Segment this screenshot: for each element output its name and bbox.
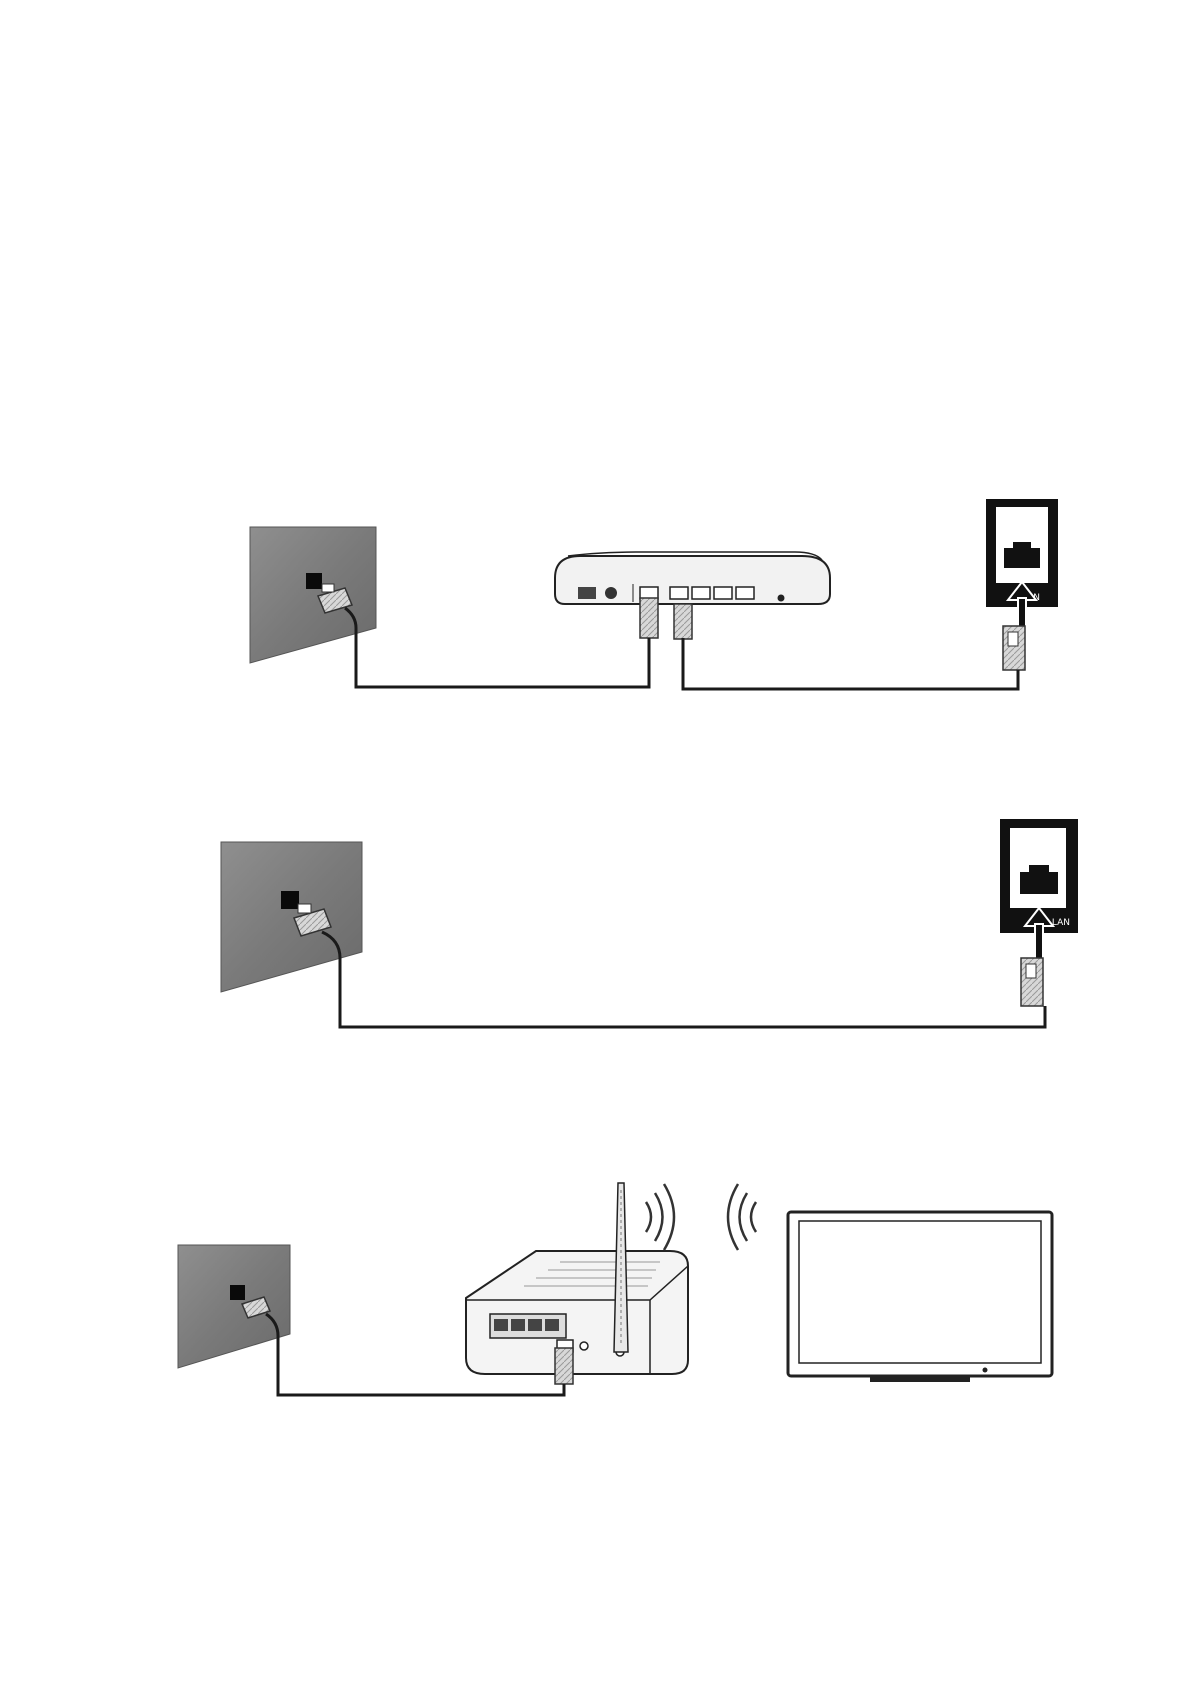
tv-lan-port: LAN bbox=[986, 499, 1058, 670]
ethernet-cable bbox=[322, 932, 1045, 1027]
ethernet-plug-icon bbox=[1003, 626, 1025, 670]
tv-lan-port: LAN bbox=[1000, 819, 1078, 1006]
diagram-wired-direct: LAN bbox=[221, 819, 1078, 1027]
wall-socket-icon bbox=[306, 573, 322, 589]
wireless-router bbox=[466, 1183, 688, 1384]
lan-port-icon bbox=[714, 587, 732, 599]
tv-stand bbox=[870, 1376, 970, 1382]
lan-port-icon bbox=[545, 1319, 559, 1331]
wall-jack bbox=[178, 1245, 290, 1368]
ethernet-cable bbox=[683, 638, 1018, 689]
lan-port-icon bbox=[528, 1319, 542, 1331]
power-switch-icon bbox=[578, 587, 596, 599]
ethernet-plug-icon bbox=[1021, 958, 1043, 1006]
power-jack-icon bbox=[580, 1342, 588, 1350]
antenna-icon bbox=[614, 1183, 628, 1352]
wifi-signal-icon bbox=[728, 1184, 756, 1250]
wan-port-icon bbox=[640, 587, 658, 599]
lan-port-icon bbox=[736, 587, 754, 599]
ethernet-plug-icon bbox=[674, 604, 692, 639]
router bbox=[555, 552, 830, 639]
lan-port-icon bbox=[670, 587, 688, 599]
lan-port-icon bbox=[494, 1319, 508, 1331]
tv-screen bbox=[799, 1221, 1041, 1363]
reset-button-icon bbox=[778, 595, 785, 602]
tv-power-led-icon bbox=[983, 1368, 988, 1373]
lan-port-icon bbox=[511, 1319, 525, 1331]
wall-socket-icon bbox=[230, 1285, 245, 1300]
ethernet-plug-icon bbox=[640, 598, 658, 638]
lan-port-icon bbox=[692, 587, 710, 599]
power-jack-icon bbox=[605, 587, 617, 599]
ethernet-cable bbox=[345, 608, 649, 687]
wifi-signal-icon bbox=[646, 1184, 674, 1250]
wall-socket-icon bbox=[281, 891, 299, 909]
diagram-wired-via-router: LAN bbox=[250, 499, 1058, 689]
ethernet-plug-icon bbox=[555, 1348, 573, 1384]
tv bbox=[788, 1212, 1052, 1382]
diagram-wireless-router bbox=[178, 1183, 1052, 1395]
